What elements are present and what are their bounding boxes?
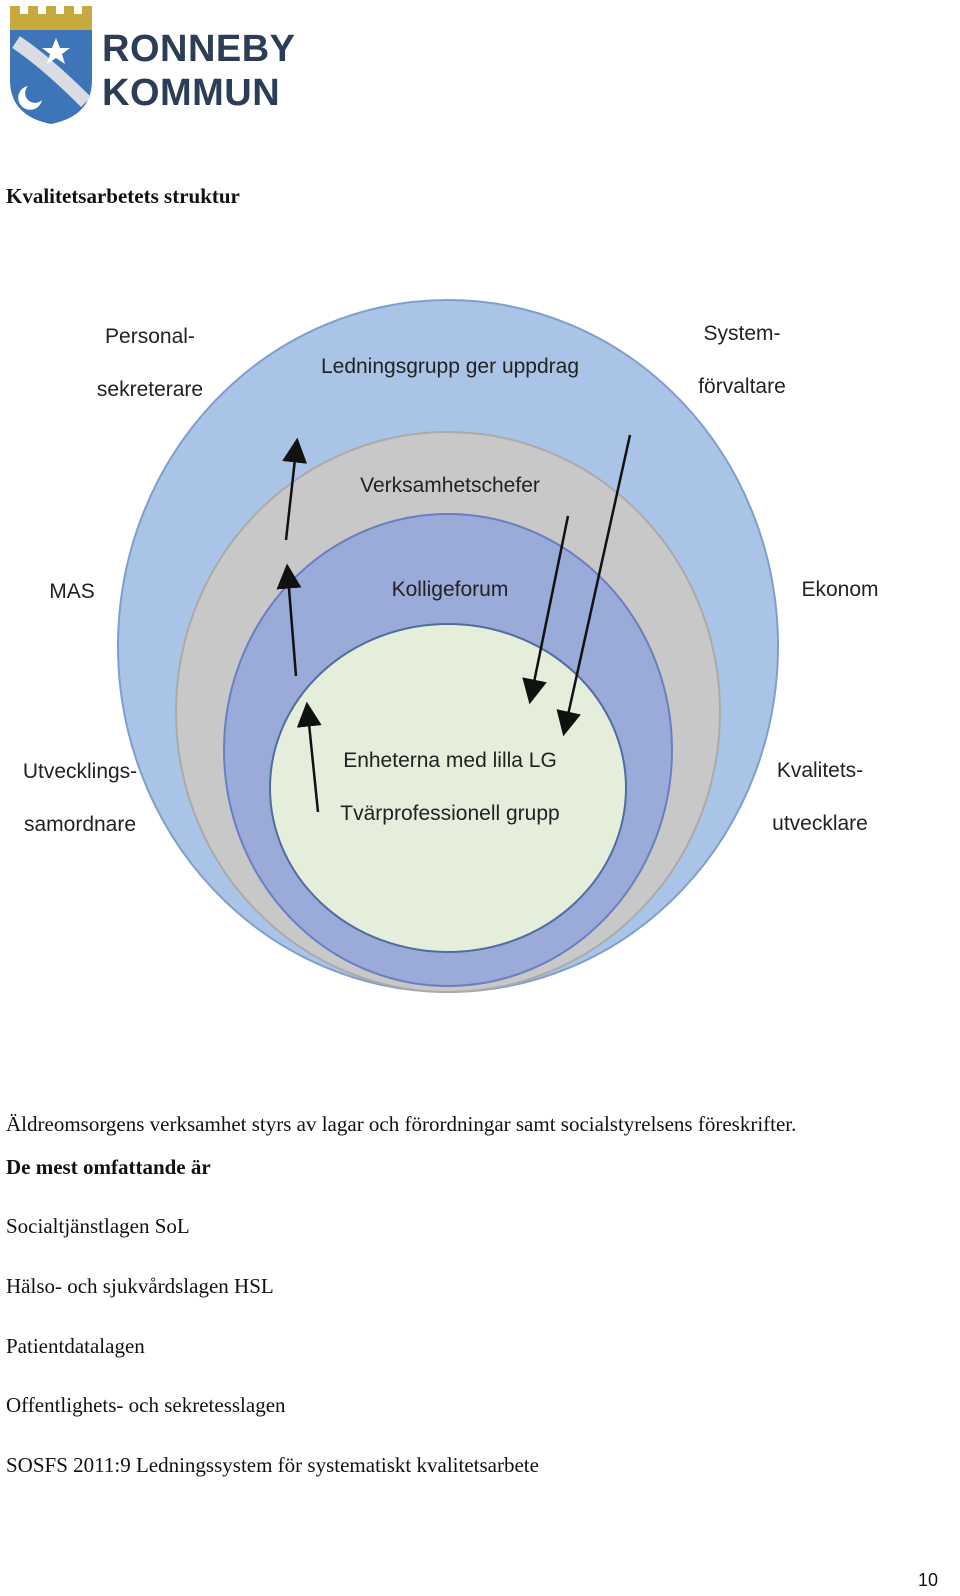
label-system-2: förvaltare [698,375,786,398]
label-utveckling-1: Utvecklings- [23,760,137,783]
label-verksamhetschefer: Verksamhetschefer [360,474,540,497]
law-item: SOSFS 2011:9 Ledningssystem för systemat… [6,1453,539,1477]
arrow-up-1 [282,437,308,541]
ronneby-logo: RONNEBY KOMMUN [6,2,336,126]
logo-line2: KOMMUN [102,72,281,114]
label-ledningsgrupp: Ledningsgrupp ger uppdrag [321,355,579,378]
page-number: 10 [917,1570,938,1590]
law-item: Hälso- och sjukvårdslagen HSL [6,1274,274,1298]
law-item: Socialtjänstlagen SoL [6,1214,190,1238]
label-personal-2: sekreterare [97,378,203,401]
label-mas: MAS [49,580,95,603]
law-item: Patientdatalagen [6,1334,145,1358]
label-personal-1: Personal- [105,325,195,348]
label-enheterna: Enheterna med lilla LG [343,749,557,772]
arrow-up-3 [296,701,322,813]
label-kolligeforum: Kolligeforum [392,578,509,601]
paragraph-line1: Äldreomsorgens verksamhet styrs av lagar… [6,1112,797,1136]
logo-line1: RONNEBY [102,28,296,70]
inner-circle [269,623,627,953]
label-kvalitet-1: Kvalitets- [777,759,863,782]
label-tvarprofessionell: Tvärprofessionell grupp [340,802,559,825]
label-system-1: System- [703,322,780,345]
quality-structure-diagram: Ledningsgrupp ger uppdrag Verksamhetsche… [23,299,879,993]
law-item: Offentlighets- och sekretesslagen [6,1393,286,1417]
coat-of-arms-icon [10,6,92,124]
label-utveckling-2: samordnare [24,813,136,836]
label-kvalitet-2: utvecklare [772,812,868,835]
arrow-down-2 [556,434,632,737]
paragraph-line2: De mest omfattande är [6,1155,211,1179]
arrow-down-1 [522,515,570,705]
label-ekonom: Ekonom [801,578,878,601]
page-heading: Kvalitetsarbetets struktur [6,184,240,208]
arrow-up-2 [276,563,302,677]
